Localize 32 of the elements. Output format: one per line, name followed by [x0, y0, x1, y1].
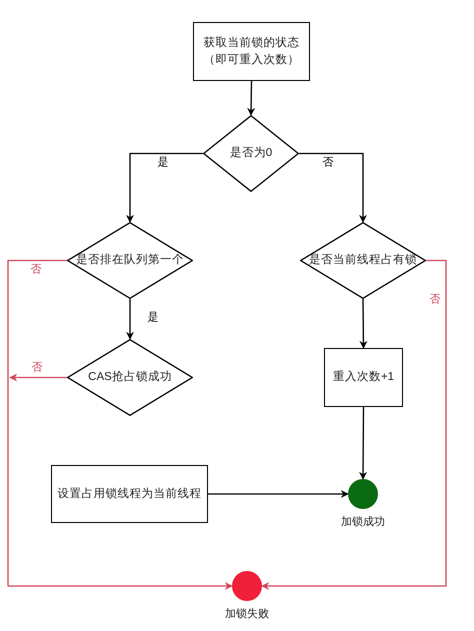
arrow	[359, 407, 368, 480]
node-text: CAS抢占锁成功	[88, 370, 172, 386]
node-text: 重入次数+1	[332, 370, 394, 386]
arrow	[7, 260, 233, 590]
edge-label: 否	[322, 158, 334, 168]
arrow	[299, 152, 367, 223]
arrow	[359, 299, 368, 349]
arrow	[126, 152, 203, 223]
edge-label: 否	[32, 362, 42, 374]
edge-label: 否	[30, 264, 42, 276]
node-text: 设置占用锁线程为当前线程	[58, 486, 202, 502]
node-text: 获取当前锁的状态（即可重入次数）	[202, 36, 300, 68]
edge-label: 是	[158, 158, 168, 168]
arrow	[126, 299, 134, 340]
node-text: 是否为0	[230, 146, 272, 162]
node-text: 是否当前线程占有锁	[309, 252, 417, 268]
arrow	[261, 260, 447, 590]
decision-diamond	[67, 222, 193, 299]
decision-diamond	[67, 339, 193, 416]
process-box	[324, 348, 403, 407]
node-text: 是否排在队列第一个	[76, 252, 184, 268]
node-caption: 加锁失败	[225, 607, 269, 622]
edge-label: 否	[430, 294, 440, 306]
edge-label: 是	[148, 312, 158, 324]
arrow	[9, 374, 67, 382]
decision-diamond	[203, 115, 299, 192]
process-box	[193, 22, 310, 81]
decision-diamond	[300, 222, 426, 299]
process-box	[51, 465, 208, 523]
arrow	[208, 490, 349, 498]
node-caption: 加锁成功	[341, 515, 385, 530]
arrow	[247, 81, 256, 116]
